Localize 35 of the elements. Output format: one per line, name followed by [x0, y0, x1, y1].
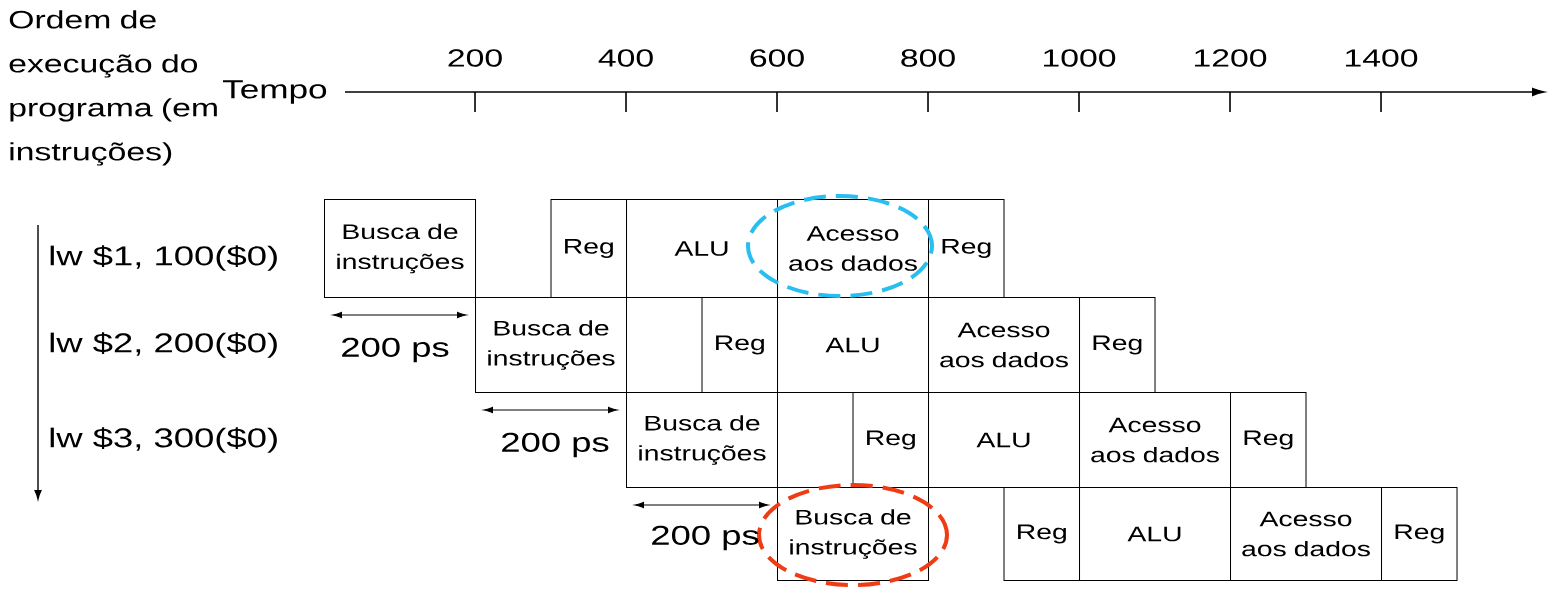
dimension-label: 200 ps [652, 525, 759, 551]
tick-label: 800 [901, 49, 955, 67]
stage-box: ALU [1079, 487, 1231, 581]
stage-box: Reg [1381, 487, 1458, 581]
stage-box: Reg [550, 199, 627, 298]
tick-label: 600 [750, 49, 804, 67]
dimension-label: 200 ps [502, 432, 609, 458]
stage-box: Reg [701, 297, 778, 393]
tick-label: 1200 [1195, 49, 1267, 67]
stage-box: Busca de instruções [324, 199, 476, 298]
stage-box: ALU [626, 199, 778, 298]
tick-label: 1400 [1346, 49, 1418, 67]
tick-label: 1000 [1044, 49, 1116, 67]
stage-box: Acesso aos dados [1079, 392, 1231, 488]
stage-box: Acesso aos dados [777, 199, 929, 298]
dimension-label: 200 ps [342, 337, 449, 363]
stage-box: Acesso aos dados [928, 297, 1080, 393]
heading: Ordem de execução do programa (em instruções) [9, 10, 217, 166]
stage-box: Busca de instruções [626, 392, 778, 488]
stage-box: Reg [1079, 297, 1156, 393]
stage-box: Acesso aos dados [1230, 487, 1382, 581]
stage-box: Reg [852, 392, 929, 488]
stage-box: Busca de instruções [475, 297, 627, 393]
stage-box: ALU [777, 297, 929, 393]
instruction-label: lw $2, 200($0) [50, 332, 277, 358]
tick-label: 400 [598, 49, 653, 67]
tick-label: 200 [448, 49, 502, 67]
stage-box: Busca de instruções [777, 487, 929, 581]
instruction-label: lw $3, 300($0) [50, 427, 277, 453]
axis-title: Tempo [223, 80, 327, 104]
stage-box: Reg [1230, 392, 1307, 488]
stage-box: Reg [1003, 487, 1080, 581]
stage-box: ALU [928, 392, 1080, 488]
instruction-label: lw $1, 100($0) [50, 245, 277, 271]
stage-box: Reg [928, 199, 1005, 298]
